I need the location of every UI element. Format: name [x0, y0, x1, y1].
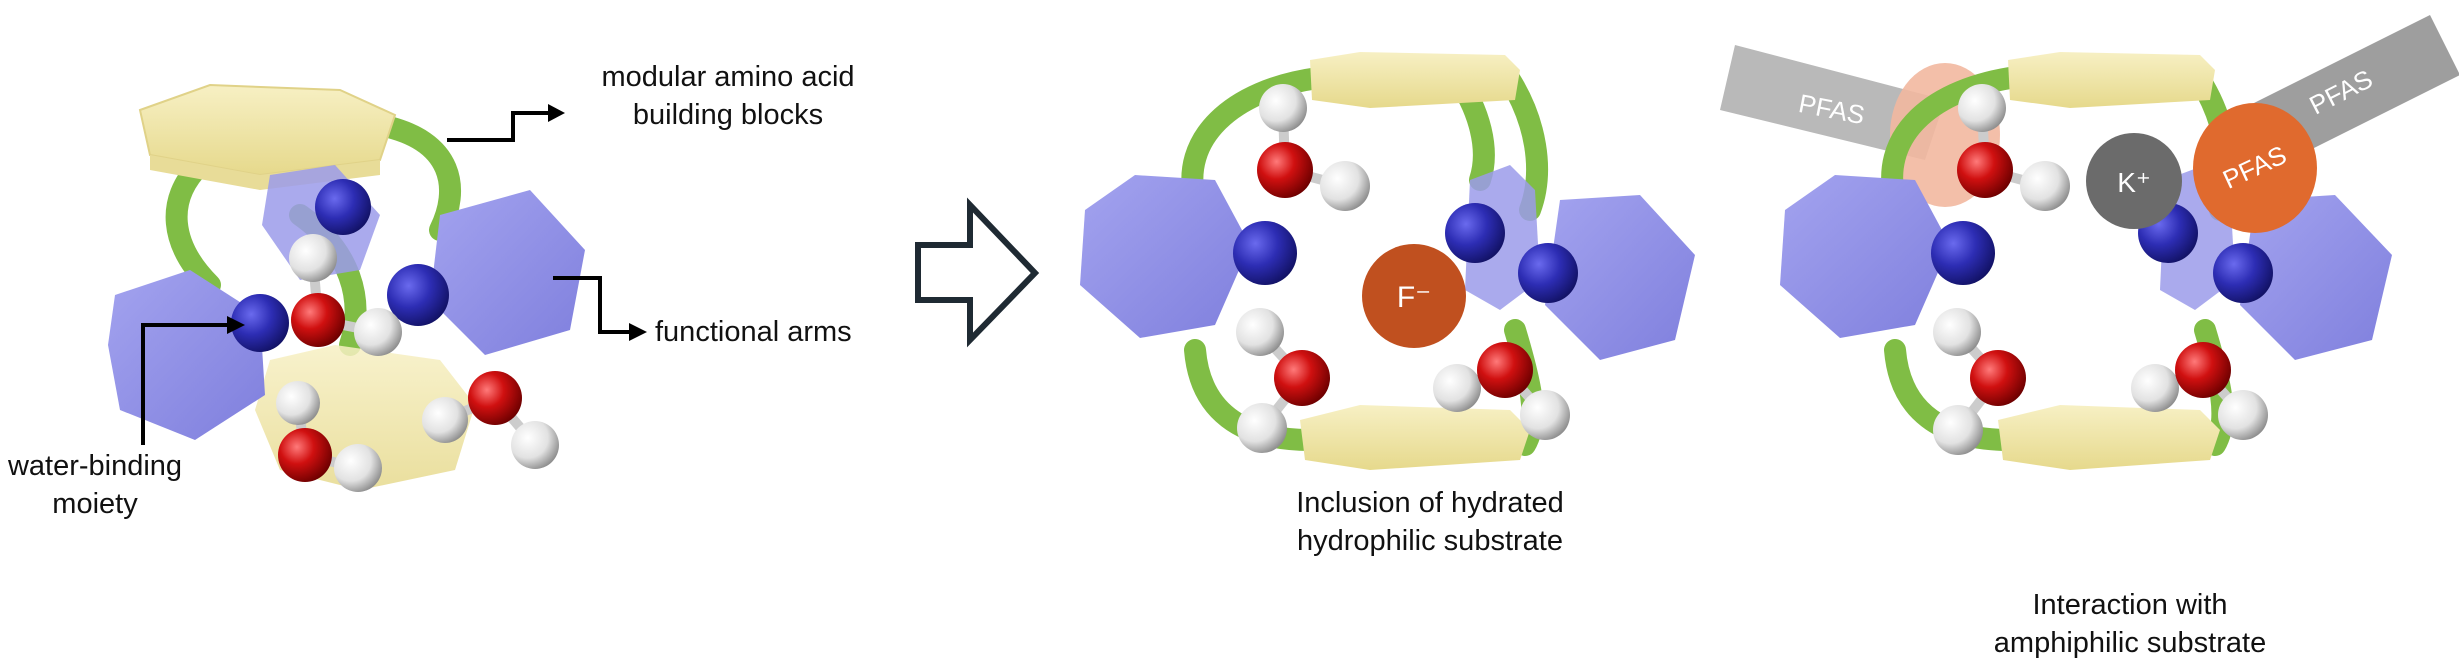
diagram-canvas: F⁻	[5, 15, 2459, 659]
binding-sphere	[2213, 243, 2273, 303]
water-molecule	[1433, 342, 1570, 440]
potassium-label: K⁺	[2117, 167, 2150, 198]
binding-sphere	[231, 294, 289, 352]
bottom-plate	[1998, 405, 2220, 470]
hexagon-right	[1545, 195, 1695, 360]
caption-panel-hydrated-line1: Inclusion of hydrated	[1296, 487, 1564, 519]
top-plate	[138, 83, 397, 190]
binding-sphere	[1233, 221, 1297, 285]
arm-right	[369, 114, 461, 241]
transition-arrow	[915, 197, 1040, 348]
label-water-binding: water-binding moiety	[5, 447, 185, 523]
fluoride-label: F⁻	[1397, 281, 1431, 314]
pfas-chain-left: PFAS	[1720, 45, 1945, 160]
diagram-artwork: F⁻	[108, 15, 2459, 492]
panel-building-blocks	[108, 83, 647, 492]
callout-arrows	[141, 104, 647, 445]
water-molecule	[1933, 308, 2026, 455]
bottom-plate	[1300, 405, 1530, 470]
binding-sphere	[1518, 243, 1578, 303]
label-building-blocks-line2: building blocks	[632, 99, 824, 131]
arrow-water-binding	[141, 323, 228, 445]
water-molecule	[276, 381, 382, 492]
label-functional-arms: functional arms	[655, 316, 852, 348]
label-building-blocks-line1: modular amino acid	[601, 61, 855, 93]
hexagon-left	[1780, 175, 1950, 338]
water-molecule	[422, 371, 559, 469]
binding-sphere	[1445, 203, 1505, 263]
fluoride-ion: F⁻	[1362, 244, 1466, 348]
binding-sphere	[1931, 221, 1995, 285]
arrow-building-blocks	[447, 111, 560, 142]
binding-sphere	[387, 264, 449, 326]
pfas-head-orange: PFAS	[2193, 103, 2317, 233]
caption-panel-amphiphilic: Interaction with amphiphilic substrate	[1930, 586, 2330, 662]
label-water-binding-line1: water-binding	[7, 450, 183, 482]
arm-left	[165, 154, 221, 296]
caption-panel-hydrated: Inclusion of hydrated hydrophilic substr…	[1230, 484, 1630, 560]
panel-amphiphilic-substrate: PFAS PF	[1720, 15, 2459, 470]
hexagon-right	[2240, 195, 2392, 360]
arrow-functional-arms	[553, 276, 630, 334]
water-molecule	[1257, 84, 1370, 211]
hexagon-left	[108, 270, 265, 440]
caption-panel-amphiphilic-line1: Interaction with	[2032, 589, 2228, 621]
potassium-ion: K⁺	[2086, 133, 2182, 229]
hexagon-right	[430, 190, 585, 355]
hexagon-left	[1080, 175, 1250, 338]
water-molecule	[1957, 84, 2070, 211]
water-molecule	[2131, 342, 2268, 440]
label-water-binding-line2: moiety	[52, 488, 138, 520]
caption-panel-amphiphilic-line2: amphiphilic substrate	[1993, 627, 2267, 659]
caption-panel-hydrated-line2: hydrophilic substrate	[1297, 525, 1563, 557]
binding-sphere	[315, 179, 371, 235]
label-building-blocks: modular amino acid building blocks	[578, 58, 878, 134]
top-plate	[1310, 52, 1520, 108]
water-molecule	[289, 234, 402, 356]
water-molecule	[1236, 308, 1330, 453]
panel-hydrated-substrate: F⁻	[1080, 52, 1695, 470]
top-plate	[2008, 52, 2215, 108]
